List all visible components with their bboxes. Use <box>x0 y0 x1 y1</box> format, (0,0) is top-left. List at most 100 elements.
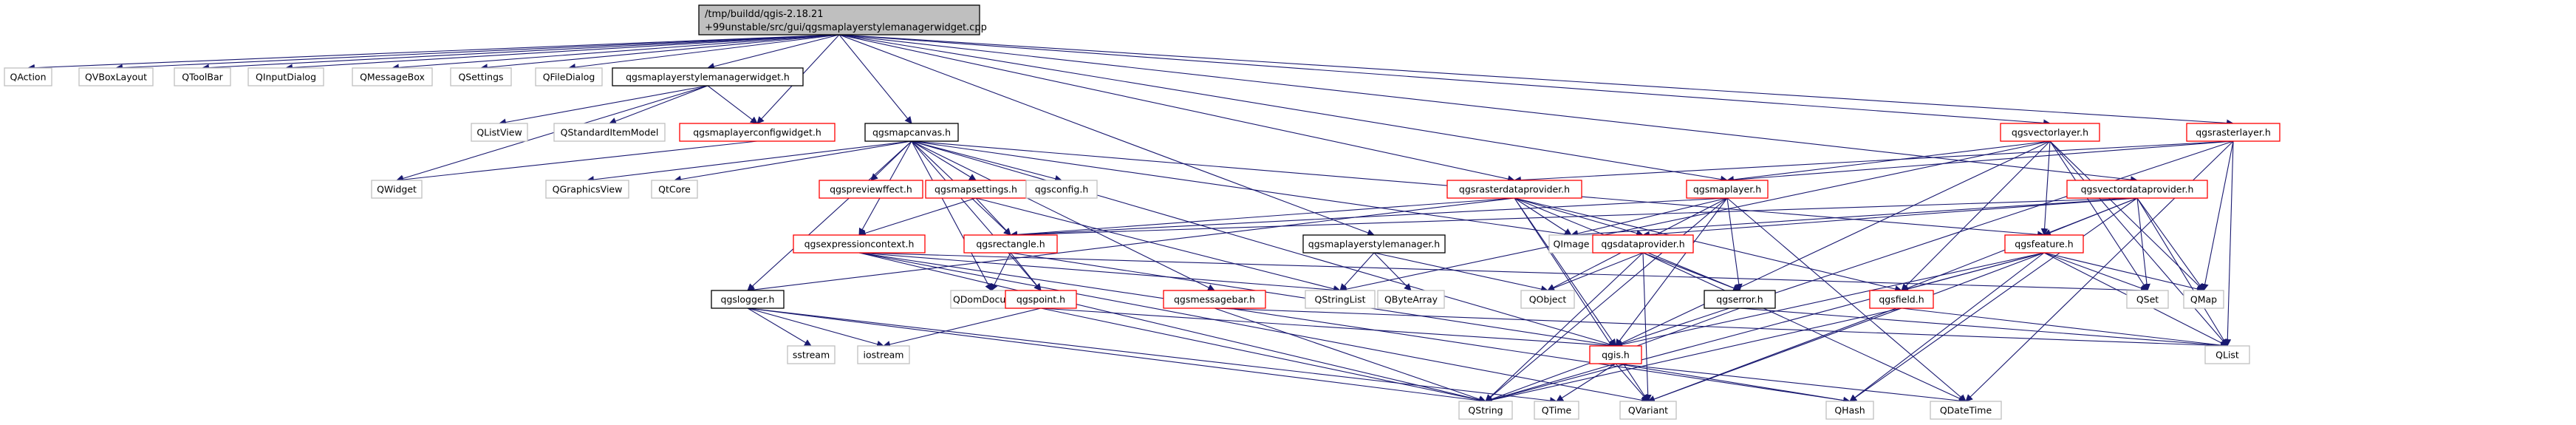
edge-qgspoint_h-to-iostream <box>883 307 1042 348</box>
node-label: qgsrectangle.h <box>976 239 1045 250</box>
node-label: qgsfeature.h <box>2015 239 2073 250</box>
node-qtcore: QtCore <box>651 180 698 199</box>
edge-qgsvectorlayer_h-to-qlist <box>2049 140 2228 347</box>
node-qimage: QImage <box>1548 234 1594 254</box>
edge-stylemanagerwidget_h-to-qlistview <box>499 85 708 126</box>
edge-qgsfield_h-to-qlist <box>1901 307 2228 349</box>
node-label: qgsmaplayerstylemanagerwidget.h <box>626 72 790 83</box>
node-qgsfield-h[interactable]: qgsfield.h <box>1869 290 1934 309</box>
node-label: QVariant <box>1628 405 1668 416</box>
edge-qgslogger_h-to-iostream <box>747 307 884 348</box>
edge-root-to-qvboxlayout <box>115 34 840 72</box>
edge-qgsmapcanvas_h-to-qgslogger_h <box>747 140 912 291</box>
node-label: sstream <box>793 350 830 361</box>
edge-qgis_h-to-qtime <box>1556 363 1616 402</box>
node-qgsrasterdataprovider-h[interactable]: qgsrasterdataprovider.h <box>1446 180 1582 199</box>
node-label: qgsmessagebar.h <box>1174 294 1255 305</box>
node-label: QStandardItemModel <box>561 127 659 138</box>
node-qgsexpressioncontext-h[interactable]: qgsexpressioncontext.h <box>793 234 926 254</box>
node-qgsmaplayerconfigwidget-h[interactable]: qgsmaplayerconfigwidget.h <box>679 123 836 142</box>
node-label: qgserror.h <box>1716 294 1763 305</box>
node-qgsdataprovider-h[interactable]: qgsdataprovider.h <box>1592 234 1694 254</box>
edge-qgsvectordataprovider_h-to-qimage <box>1571 197 2138 239</box>
edge-root-to-qgsvectordataprovider_h <box>838 34 2138 183</box>
edge-qgsfeature_h-to-qgis_h <box>1615 252 2045 348</box>
node-qgsvectorlayer-h[interactable]: qgsvectorlayer.h <box>2000 123 2100 142</box>
node-qgsconfig-h: qgsconfig.h <box>1025 180 1098 199</box>
node-qgslogger-h[interactable]: qgslogger.h <box>711 290 785 309</box>
edge-qgsexpressioncontext_h-to-qstring <box>858 252 1486 404</box>
edge-qgsmaplayer_h-to-qgserror_h <box>1726 197 1743 291</box>
node-qgspreviewffect-h[interactable]: qgspreviewffect.h <box>819 180 923 199</box>
node-qhash: QHash <box>1825 401 1874 420</box>
edge-qgsexpressioncontext_h-to-qvariant <box>858 252 1649 404</box>
node-label: qgis.h <box>1602 350 1630 361</box>
edge-qgsmapcanvas_h-to-qgsconfig_h <box>911 140 1062 183</box>
node-label: QListView <box>476 127 522 138</box>
edge-qgsmessagebar_h-to-qstring <box>1214 307 1486 403</box>
edge-qgsrectangle_h-to-qdomdocument <box>991 252 1011 291</box>
node-qgsmaplayer-h[interactable]: qgsmaplayer.h <box>1686 180 1769 199</box>
node-qinputdialog: QInputDialog <box>247 67 324 86</box>
node-root[interactable]: /tmp/buildd/qgis-2.18.21+99unstable/src/… <box>698 4 987 35</box>
edge-qgsrasterlayer_h-to-qgsrasterdataprovider_h <box>1514 140 2234 184</box>
edge-qgsrasterdataprovider_h-to-qvariant <box>1514 197 1649 402</box>
edge-qgsvectordataprovider_h-to-qgsdataprovider_h <box>1642 197 2138 239</box>
edge-qgslogger_h-to-sstream <box>747 307 812 347</box>
node-label: qgsdataprovider.h <box>1601 239 1684 250</box>
node-stylemanagerwidget-h[interactable]: qgsmaplayerstylemanagerwidget.h <box>612 67 804 86</box>
edge-qgsmaplayerstylemanager_h-to-qstringlist <box>1339 252 1375 291</box>
node-qgsmaplayerstylemanager-h[interactable]: qgsmaplayerstylemanager.h <box>1302 234 1446 254</box>
node-qgspoint-h[interactable]: qgspoint.h <box>1005 290 1077 309</box>
edge-qgsrasterlayer_h-to-qgsmaplayer_h <box>1726 140 2234 184</box>
edge-root-to-qgsmapcanvas_h <box>838 34 912 124</box>
node-qgsrectangle-h[interactable]: qgsrectangle.h <box>963 234 1058 254</box>
edge-qgsfeature_h-to-qstring <box>1485 252 2045 404</box>
edge-qgsmapcanvas_h-to-qimage <box>911 140 1572 238</box>
node-label: qgsvectorlayer.h <box>2012 127 2088 138</box>
node-qvariant: QVariant <box>1619 401 1677 420</box>
edge-qgsvectorlayer_h-to-qset <box>2049 140 2148 291</box>
edge-root-to-qgsmaplayer_h <box>838 34 1728 183</box>
edge-qgspoint_h-to-qstring <box>1040 307 1486 404</box>
node-qmessagebox: QMessageBox <box>352 67 433 86</box>
node-qgis-h[interactable]: qgis.h <box>1589 345 1642 364</box>
edge-qgsmapcanvas_h-to-qgsmessagebar_h <box>911 140 1215 291</box>
node-label: qgsexpressioncontext.h <box>804 239 915 250</box>
edge-qgsrasterdataprovider_h-to-qimage <box>1514 197 1572 236</box>
edge-qgis_h-to-qstring <box>1485 363 1616 404</box>
edge-root-to-qtoolbar <box>202 34 840 72</box>
node-label: QString <box>1468 405 1503 416</box>
edge-qgsmapsettings_h-to-qgsexpressioncontext_h <box>858 197 977 237</box>
edge-qgsrasterlayer_h-to-qlist <box>2224 140 2234 347</box>
edge-stylemanagerwidget_h-to-qstandarditemmodel <box>609 85 708 125</box>
edge-qgsmaplayerconfigwidget_h-to-qwidget <box>396 140 758 183</box>
node-qmap: QMap <box>2183 290 2224 309</box>
node-qgserror-h[interactable]: qgserror.h <box>1704 290 1776 309</box>
edge-root-to-stylemanagerwidget_h <box>707 34 840 70</box>
node-qgsmapcanvas-h[interactable]: qgsmapcanvas.h <box>864 123 959 142</box>
edge-qgsmapcanvas_h-to-qgsmapsettings_h <box>911 140 977 181</box>
node-label: QToolBar <box>182 72 223 83</box>
node-label: QByteArray <box>1384 294 1438 305</box>
node-qgsrasterlayer-h[interactable]: qgsrasterlayer.h <box>2186 123 2281 142</box>
edge-qgsdataprovider_h-to-qstring <box>1485 252 1644 402</box>
node-iostream: iostream <box>857 345 910 364</box>
node-label: qgslogger.h <box>721 294 775 305</box>
dependency-edges <box>27 34 2234 404</box>
node-qgsfeature-h[interactable]: qgsfeature.h <box>2004 234 2084 254</box>
edge-qgsmapcanvas_h-to-qgis_h <box>911 140 1616 348</box>
edge-qgis_h-to-qhash <box>1615 363 1851 404</box>
edge-qgslogger_h-to-qtime <box>747 307 1557 404</box>
node-label: qgspoint.h <box>1017 294 1065 305</box>
node-qgsmessagebar-h[interactable]: qgsmessagebar.h <box>1163 290 1266 309</box>
node-qgsvectordataprovider-h[interactable]: qgsvectordataprovider.h <box>2066 180 2208 199</box>
edge-qgserror_h-to-qlist <box>1739 307 2228 350</box>
edge-qgsfeature_h-to-qset <box>2043 252 2148 292</box>
edge-qgsvectorlayer_h-to-qgsfeature_h <box>2040 140 2051 236</box>
node-label: qgspreviewffect.h <box>830 184 912 195</box>
edge-qgsrasterdataprovider_h-to-qgslogger_h <box>747 197 1515 293</box>
node-qaction: QAction <box>4 67 52 86</box>
node-qgsmapsettings-h[interactable]: qgsmapsettings.h <box>925 180 1027 199</box>
